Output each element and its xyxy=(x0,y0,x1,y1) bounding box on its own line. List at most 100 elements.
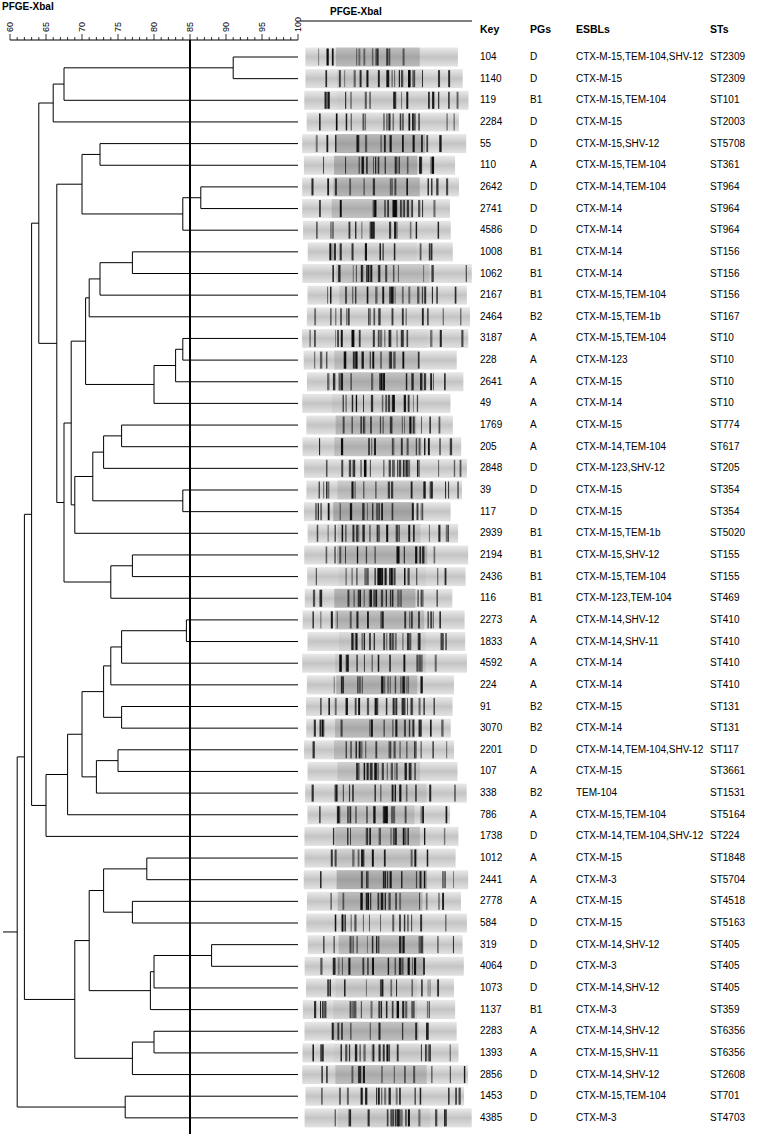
gel-band xyxy=(396,525,398,542)
gel-band xyxy=(420,936,422,953)
gel-band xyxy=(378,330,380,347)
gel-band xyxy=(387,676,388,693)
gel-lane xyxy=(303,1000,455,1019)
lane-background xyxy=(304,740,454,759)
gel-band xyxy=(349,785,350,802)
table-cell: A xyxy=(530,874,537,886)
gel-band xyxy=(320,503,322,520)
lane-background xyxy=(302,394,450,413)
table-cell: 110 xyxy=(480,159,496,171)
table-cell: CTX-M-15 xyxy=(576,484,622,496)
gel-band xyxy=(355,1044,357,1061)
axis-tick xyxy=(118,34,119,40)
gel-band xyxy=(366,70,368,87)
axis-tick xyxy=(24,37,25,40)
gel-band xyxy=(365,741,367,758)
gel-band xyxy=(409,958,410,975)
table-cell: ST3661 xyxy=(710,765,745,777)
table-cell: 2194 xyxy=(480,549,502,561)
gel-band xyxy=(393,828,395,845)
dendrogram-branch xyxy=(212,945,298,967)
gel-band xyxy=(400,113,402,130)
lane-background xyxy=(307,805,450,824)
gel-band xyxy=(380,373,382,390)
gel-band xyxy=(386,1001,388,1018)
gel-band xyxy=(406,676,408,693)
gel-band xyxy=(341,676,342,693)
table-cell: ST101 xyxy=(710,94,739,106)
gel-band xyxy=(366,265,367,282)
gel-band xyxy=(449,1066,451,1083)
gel-band xyxy=(335,785,337,802)
table-cell: 2939 xyxy=(480,527,502,539)
gel-band xyxy=(405,806,407,823)
gel-band xyxy=(351,243,353,260)
gel-band xyxy=(455,1088,457,1105)
gel-lane xyxy=(308,935,463,954)
gel-band xyxy=(359,157,360,174)
gel-band xyxy=(402,135,404,152)
gel-band xyxy=(361,417,363,434)
gel-band xyxy=(311,178,313,195)
gel-band xyxy=(407,200,409,217)
gel-band xyxy=(412,113,414,130)
gel-band xyxy=(355,741,357,758)
gel-band xyxy=(393,806,395,823)
table-cell: 2778 xyxy=(480,895,502,907)
gel-band xyxy=(438,893,440,910)
gel-band xyxy=(323,482,325,499)
table-cell: D xyxy=(530,462,537,474)
table-cell: A xyxy=(530,354,537,366)
table-cell: 2464 xyxy=(480,311,502,323)
table-cell: ST405 xyxy=(710,939,739,951)
gel-lane xyxy=(304,545,468,564)
gel-band xyxy=(363,1066,365,1083)
gel-band xyxy=(375,763,377,780)
gel-lane xyxy=(304,156,455,175)
gel-band xyxy=(439,611,441,628)
gel-band xyxy=(423,265,425,282)
dendrogram-branch xyxy=(104,869,147,912)
gel-band xyxy=(368,265,369,282)
gel-band xyxy=(459,1088,461,1105)
gel-band xyxy=(355,352,357,369)
gel-band xyxy=(424,871,425,888)
gel-band xyxy=(392,915,394,932)
gel-band xyxy=(350,828,352,845)
lane-background xyxy=(306,416,453,435)
gel-band xyxy=(383,460,384,477)
dendrogram-branch xyxy=(75,941,133,1059)
gel-band xyxy=(399,936,401,953)
gel-band xyxy=(351,1001,353,1018)
gel-band xyxy=(375,49,376,66)
gel-band xyxy=(448,70,450,87)
lane-background xyxy=(307,892,461,911)
gel-band xyxy=(343,893,345,910)
gel-band xyxy=(383,417,384,434)
axis-tick xyxy=(17,37,18,40)
gel-band xyxy=(411,698,412,715)
gel-band xyxy=(429,1044,431,1061)
gel-band xyxy=(396,979,398,996)
gel-band xyxy=(403,828,404,845)
table-cell: CTX-M-15,TEM-1b xyxy=(576,527,660,539)
lane-background xyxy=(303,610,465,629)
table-cell: CTX-M-14 xyxy=(576,679,622,691)
gel-band xyxy=(392,633,393,650)
gel-band xyxy=(379,1023,381,1040)
gel-band xyxy=(406,373,407,390)
gel-band xyxy=(419,893,421,910)
gel-band xyxy=(363,178,365,195)
gel-band xyxy=(404,611,406,628)
lane-background xyxy=(302,177,459,196)
table-cell: 4586 xyxy=(480,224,502,236)
gel-band xyxy=(389,1088,391,1105)
gel-band xyxy=(325,1001,326,1018)
lane-background xyxy=(306,697,453,716)
gel-band xyxy=(409,611,410,628)
gel-band xyxy=(417,287,419,304)
axis-tick xyxy=(110,37,111,40)
gel-band xyxy=(391,482,393,499)
gel-band xyxy=(329,698,330,715)
table-cell: ST10 xyxy=(710,332,734,344)
